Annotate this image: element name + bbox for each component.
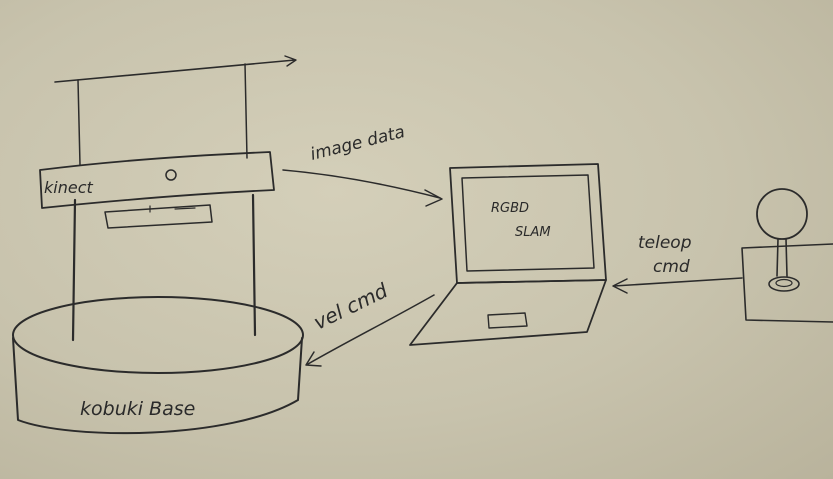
robot-top-plate (54, 55, 297, 83)
laptop-screen-line2: SLAM (515, 225, 551, 240)
kinect-sensor: kinect (39, 151, 275, 229)
laptop-lid (449, 163, 607, 284)
vel-cmd-label: vel cmd (310, 278, 392, 334)
kinect-lens-icon (165, 169, 177, 181)
laptop: RGBD SLAM (409, 163, 607, 346)
laptop-screen-line1: RGBD (491, 201, 529, 216)
joystick-knob-icon (756, 188, 808, 240)
teleop-label-line1: teleop (638, 233, 692, 253)
robot-support-poles (71, 63, 257, 342)
kobuki-base: kobuki Base (12, 296, 304, 435)
teleop-cmd-arrow: teleop cmd (612, 233, 743, 294)
vel-cmd-arrow: vel cmd (305, 278, 435, 367)
laptop-touchpad (487, 312, 528, 329)
kobuki-base-label: kobuki Base (80, 398, 195, 420)
joystick (741, 188, 833, 323)
kinect-label: kinect (44, 178, 93, 197)
teleop-label-line2: cmd (653, 257, 690, 277)
joystick-base (741, 243, 833, 323)
kinect-base-mount (104, 204, 213, 229)
laptop-keyboard-deck (409, 279, 607, 346)
image-data-arrow: image data (282, 122, 443, 207)
laptop-screen (461, 174, 595, 272)
joystick-stick (776, 238, 788, 277)
image-data-label: image data (308, 122, 407, 165)
joystick-collar (768, 276, 800, 292)
